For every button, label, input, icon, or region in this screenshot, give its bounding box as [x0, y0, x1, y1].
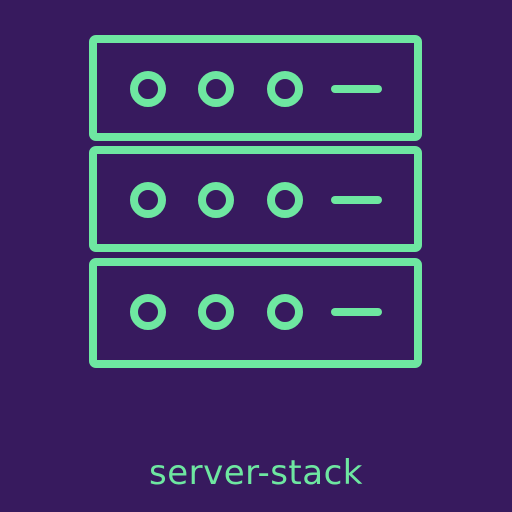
server-unit-2-frame — [89, 146, 422, 252]
server-unit-1-led-1 — [130, 71, 166, 107]
server-unit-1 — [89, 35, 422, 141]
server-unit-2-led-3 — [267, 182, 303, 218]
server-unit-1-led-3 — [267, 71, 303, 107]
server-unit-1-led-2 — [198, 71, 234, 107]
server-unit-2-led-1 — [130, 182, 166, 218]
icon-caption: server-stack — [149, 453, 363, 493]
server-stack-icon — [89, 35, 422, 368]
server-unit-1-frame — [89, 35, 422, 141]
server-unit-3-frame — [89, 258, 422, 368]
server-unit-3-led-2 — [198, 294, 234, 330]
server-unit-2-led-2 — [198, 182, 234, 218]
server-unit-2 — [89, 146, 422, 252]
server-unit-3-led-3 — [267, 294, 303, 330]
server-unit-3-led-1 — [130, 294, 166, 330]
server-stack-icon-wrap — [89, 35, 422, 368]
server-unit-3 — [89, 258, 422, 368]
